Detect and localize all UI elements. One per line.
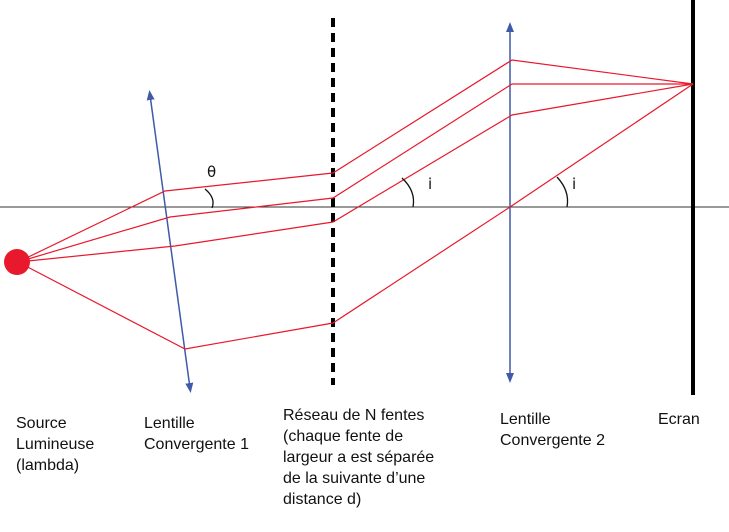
theta-arc bbox=[204, 188, 214, 209]
i2-arc bbox=[556, 176, 569, 208]
ray-2 bbox=[17, 83, 693, 263]
screen-label: Ecran bbox=[658, 411, 700, 428]
ray-4 bbox=[17, 83, 694, 350]
grating-label: Réseau de N fentes (chaque fente de larg… bbox=[283, 407, 435, 508]
source-label: Source Lumineuse (lambda) bbox=[16, 415, 95, 474]
i1-symbol: i bbox=[428, 175, 432, 193]
light-rays bbox=[17, 59, 694, 350]
ray-3 bbox=[17, 83, 694, 263]
theta-symbol: θ bbox=[207, 163, 216, 181]
lens1-arrow bbox=[146, 90, 194, 393]
lens1-label: Lentille Convergente 1 bbox=[144, 415, 249, 453]
ray-1 bbox=[17, 59, 694, 263]
i1-arc bbox=[401, 177, 415, 208]
light-source-dot bbox=[4, 249, 30, 275]
lens2-label: Lentille Convergente 2 bbox=[500, 411, 605, 449]
i2-symbol: i bbox=[572, 175, 576, 193]
